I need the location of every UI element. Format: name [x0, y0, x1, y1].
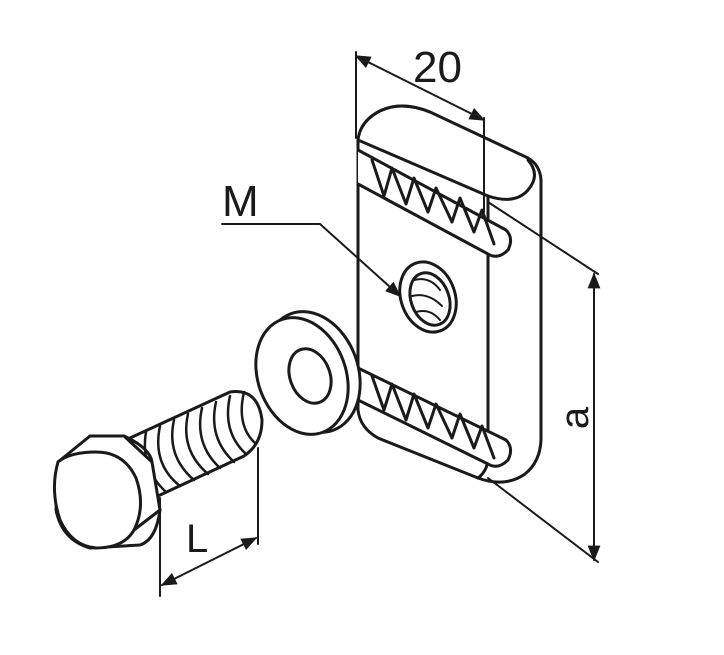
channel-nut — [356, 104, 543, 484]
dimension-a — [487, 201, 601, 563]
nut-threaded-hole — [398, 260, 458, 334]
nut-top-ledge — [356, 138, 536, 201]
dimension-L — [159, 447, 259, 597]
nut-lower-teeth — [356, 366, 513, 468]
washer — [254, 310, 362, 436]
dim-label-L: L — [186, 517, 208, 561]
dimension-20 — [354, 51, 486, 213]
bolt-thread-lines — [143, 390, 258, 494]
dim-label-a: a — [553, 406, 597, 429]
nut-upper-teeth — [356, 148, 513, 258]
leader-M — [221, 223, 402, 298]
dim-label-20: 20 — [413, 43, 462, 92]
dim-label-M: M — [222, 177, 259, 226]
hex-bolt — [53, 390, 264, 550]
washer-hole — [287, 347, 333, 405]
